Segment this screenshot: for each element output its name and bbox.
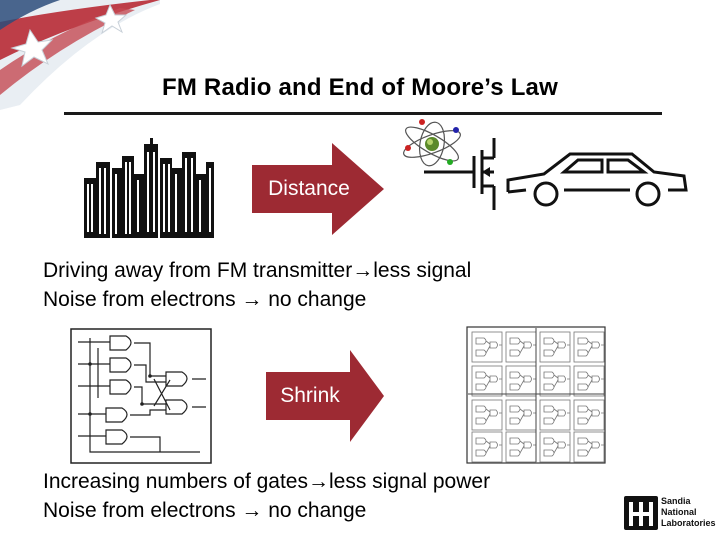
line3-part-a: Increasing numbers of gates <box>43 470 308 493</box>
text-line-2: Noise from electrons → no change <box>43 288 366 312</box>
text-line-1: Driving away from FM transmitter→less si… <box>43 259 471 283</box>
distance-label: Distance <box>268 177 350 200</box>
line3-part-b: less signal power <box>328 470 491 493</box>
atom-icon <box>403 119 461 167</box>
sandia-thunderbird-icon <box>624 496 658 530</box>
transistor-icon <box>424 138 496 210</box>
line2-part-a: Noise from electrons <box>43 288 242 311</box>
logic-circuit-icon <box>70 328 212 464</box>
gate-array-icon <box>466 326 606 464</box>
text-line-3: Increasing numbers of gates→less signal … <box>43 470 490 494</box>
arrow-glyph: → <box>352 259 374 282</box>
distance-arrow-shape <box>252 143 384 235</box>
shrink-label: Shrink <box>280 384 340 407</box>
logo-line-2: National <box>661 507 697 517</box>
arrow-glyph: → <box>241 499 263 522</box>
text-line-4: Noise from electrons → no change <box>43 499 366 523</box>
car-icon <box>506 152 688 207</box>
line1-part-a: Driving away from FM transmitter <box>43 259 353 282</box>
line2-part-b: no change <box>262 288 367 311</box>
logo-line-3: Laboratories <box>661 518 716 528</box>
line4-part-a: Noise from electrons <box>43 499 242 522</box>
city-skyline-icon <box>84 138 214 238</box>
arrow-glyph: → <box>307 470 329 493</box>
line1-part-b: less signal <box>373 259 472 282</box>
distance-arrow <box>252 143 384 235</box>
logo-line-1: Sandia <box>661 496 691 506</box>
sandia-logo: Sandia National Laboratories <box>624 496 716 532</box>
title-divider <box>64 112 662 115</box>
shrink-arrow-shape <box>266 350 384 442</box>
line4-part-b: no change <box>262 499 367 522</box>
slide-title: FM Radio and End of Moore’s Law <box>162 74 558 101</box>
star-flag-icon <box>0 0 160 110</box>
arrow-glyph: → <box>241 288 263 311</box>
shrink-arrow <box>266 350 384 442</box>
